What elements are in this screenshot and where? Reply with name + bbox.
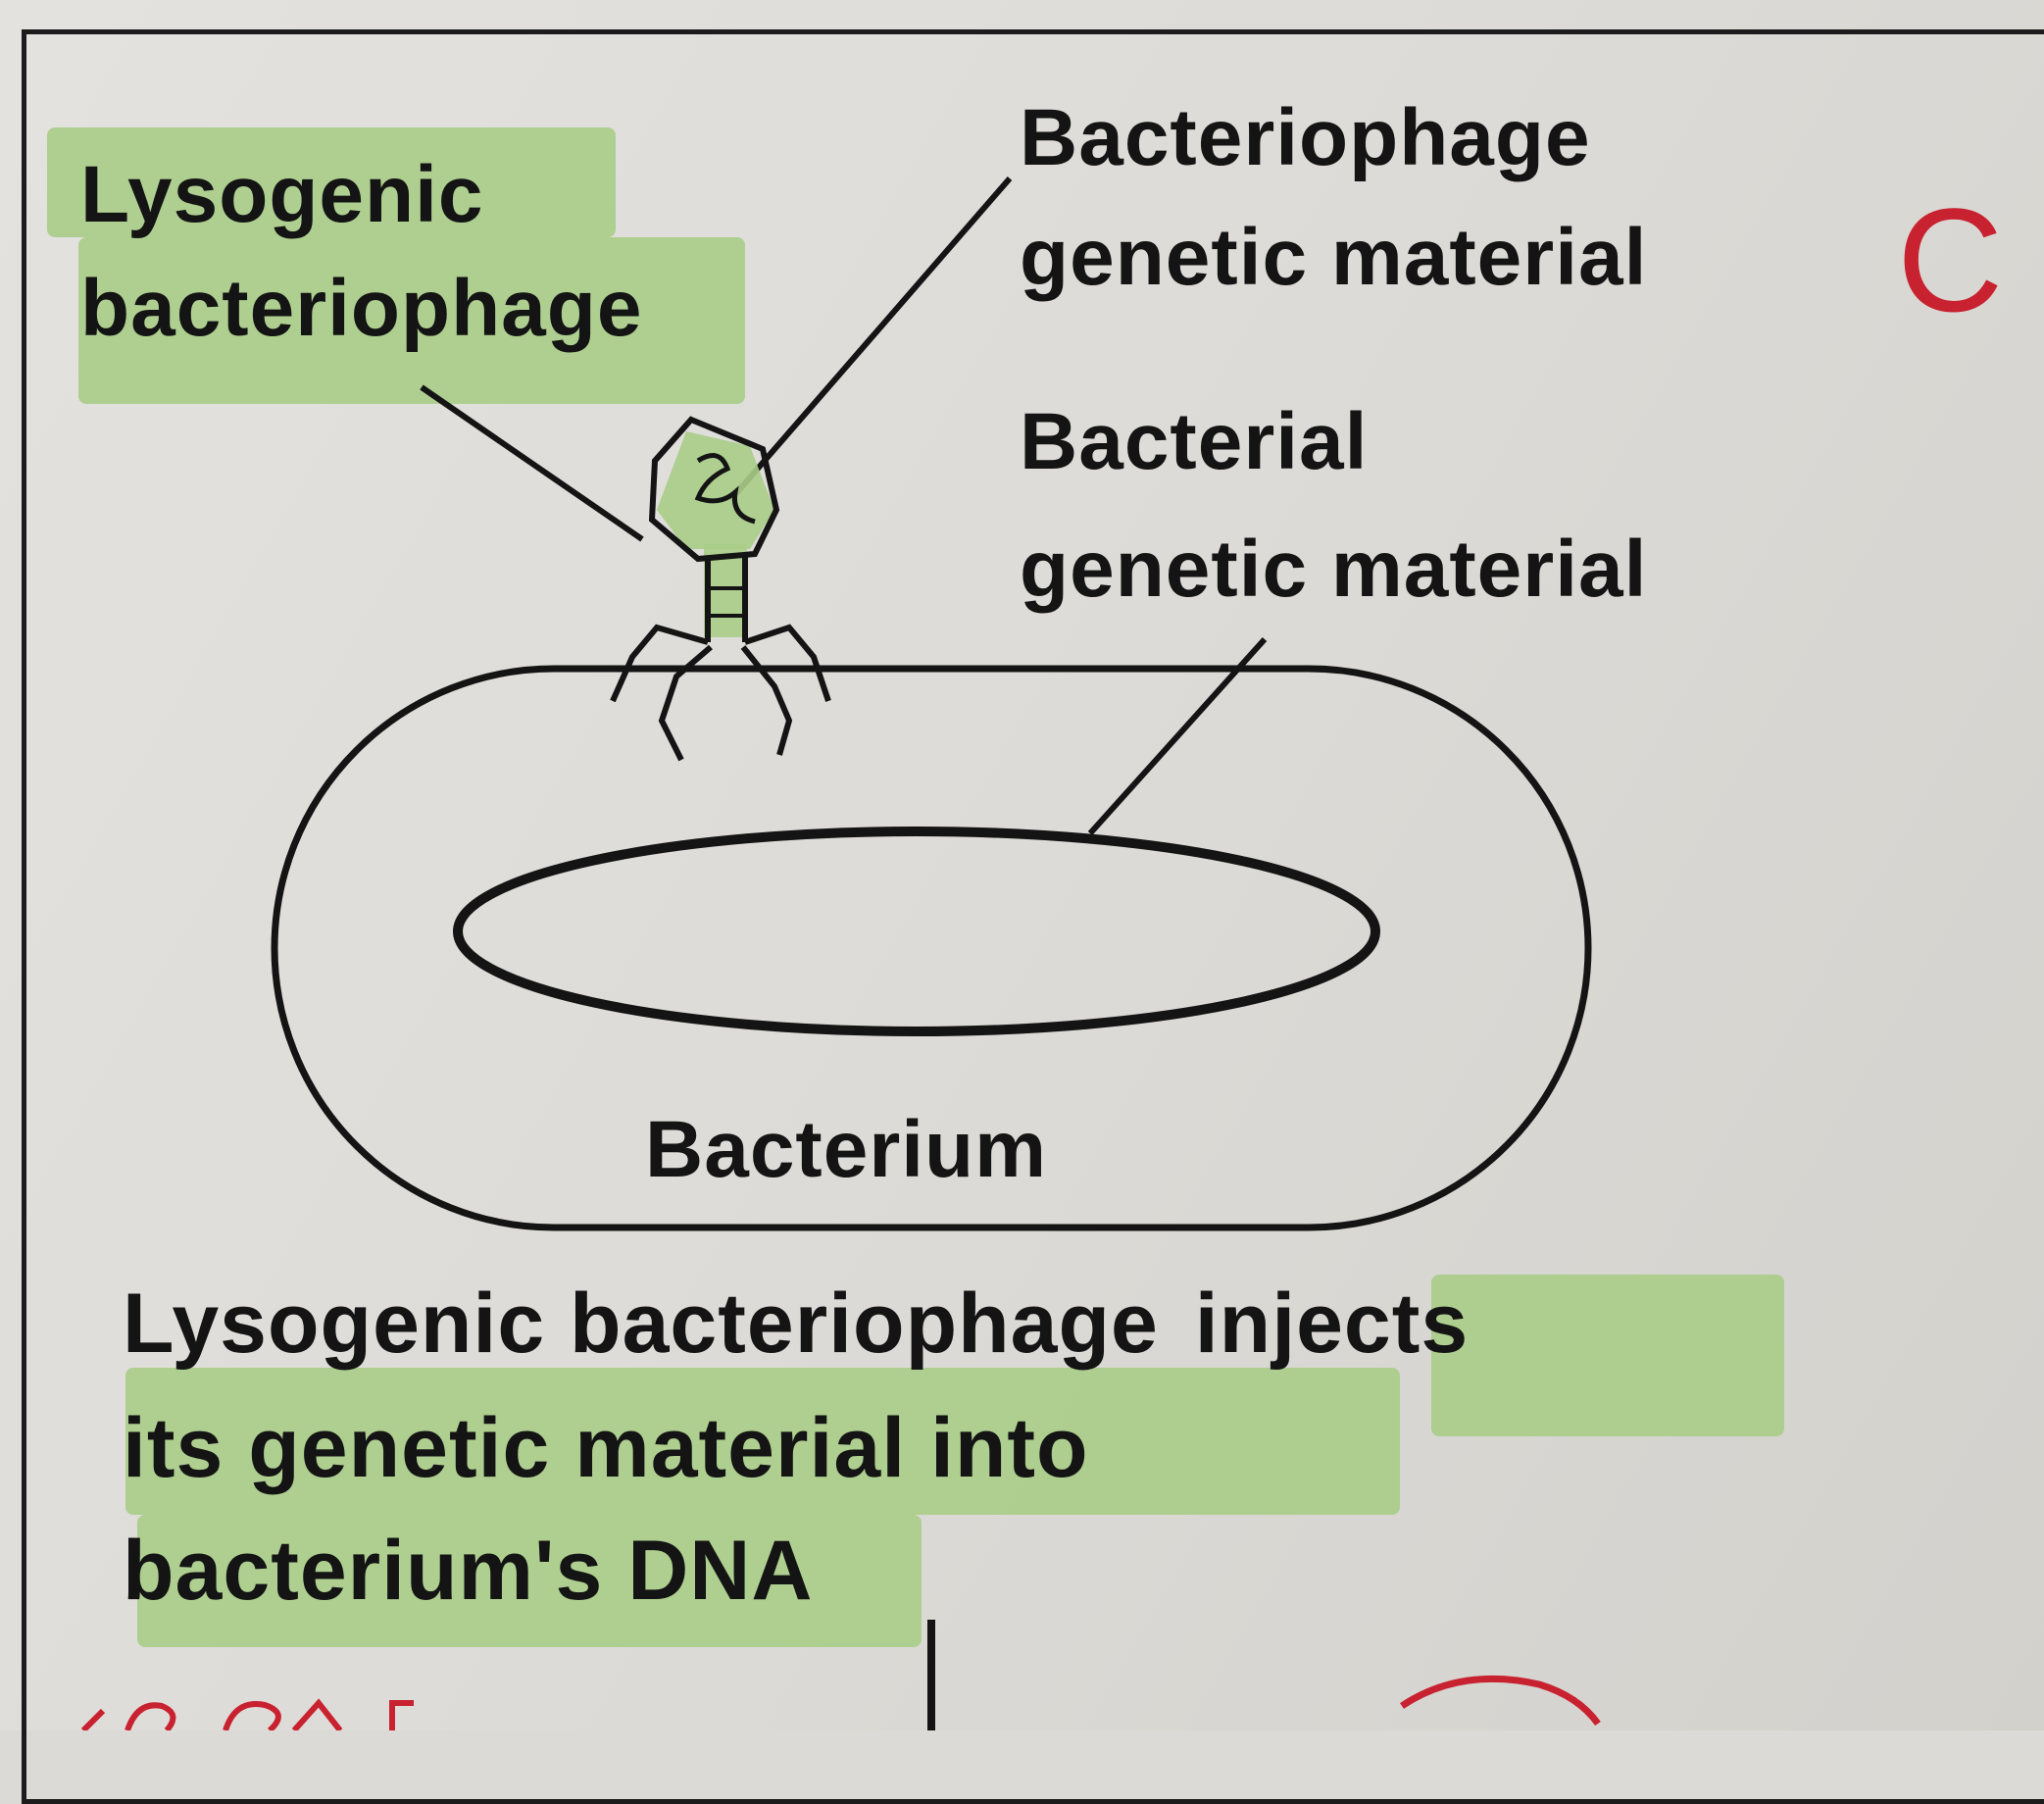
diagram-svg	[80, 176, 1601, 1730]
caption-line1: Lysogenic bacteriophage injects	[123, 1281, 1469, 1366]
label-bacterial-genetic-line1: Bacterial	[1020, 397, 1369, 486]
red-pen-arrow-mark	[1400, 1675, 1601, 1727]
label-phage-genetic-line1: Bacteriophage	[1020, 93, 1591, 182]
leader-line-phage-genetic	[727, 176, 1013, 502]
caption-line1-part2: injects	[1194, 1277, 1470, 1371]
phage-leg-left-1	[610, 624, 709, 703]
red-pen-letter-c: C	[1897, 177, 2004, 342]
red-pen-bottom-letters	[80, 1698, 414, 1730]
label-bacterium: Bacterium	[645, 1105, 1048, 1194]
label-bacterial-genetic-line2: genetic material	[1020, 525, 1648, 614]
phage-leg-right-2	[740, 645, 793, 756]
bacterial-genetic-material	[453, 827, 1380, 1036]
highlight-lysogenic-label	[47, 127, 616, 237]
highlight-caption-line3	[137, 1515, 922, 1647]
highlight-caption-line2	[125, 1368, 1400, 1515]
caption-line3: bacterium's DNA	[123, 1524, 814, 1618]
phage-leg-right-1	[744, 624, 831, 702]
label-lysogenic-line2: bacteriophage	[80, 264, 643, 353]
caption-line2: its genetic material into	[123, 1401, 1089, 1495]
caption-line1-part1: Lysogenic bacteriophage	[123, 1277, 1159, 1371]
phage-head	[648, 416, 780, 563]
leader-line-bacterial-genetic	[1087, 636, 1268, 836]
highlight-caption-injects	[1431, 1275, 1784, 1436]
phage-leg-left-2	[658, 644, 713, 762]
phage-genetic-material	[694, 453, 756, 525]
bacterium-cell	[271, 665, 1592, 1231]
label-phage-genetic-line2: genetic material	[1020, 213, 1648, 302]
leader-line-lysogenic	[420, 384, 644, 542]
label-lysogenic-line1: Lysogenic	[80, 150, 484, 239]
highlight-lysogenic-label-2	[78, 237, 745, 404]
